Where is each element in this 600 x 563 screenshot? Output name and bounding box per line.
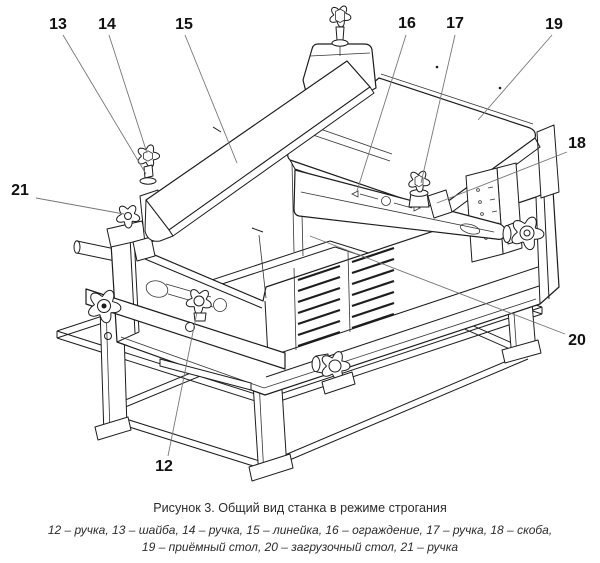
figure-caption-legend-1: 12 – ручка, 13 – шайба, 14 – ручка, 15 –…	[47, 523, 553, 537]
bracket-skoba	[465, 162, 523, 263]
callout-14: 14	[98, 16, 116, 33]
lower-front-knob	[311, 351, 356, 395]
callout-21: 21	[11, 182, 29, 199]
right-knob	[502, 216, 545, 251]
front-bar	[85, 288, 286, 391]
vent-louvers	[293, 246, 395, 351]
callout-15: 15	[175, 16, 193, 33]
guard	[293, 169, 506, 240]
figure-caption-title: Рисунок 3. Общий вид станка в режиме стр…	[153, 501, 447, 515]
callout-18: 18	[568, 135, 586, 152]
callout-19: 19	[545, 16, 563, 33]
knob-left-big	[88, 289, 122, 324]
knob-13-14	[137, 144, 160, 185]
leader-lines	[35, 34, 568, 457]
callout-13: 13	[49, 16, 67, 33]
callout-20: 20	[568, 332, 586, 349]
knob-12	[185, 289, 212, 322]
fence-top-knob	[329, 5, 352, 56]
figure-caption-legend-2: 19 – приёмный стол, 20 – загрузочный сто…	[141, 540, 459, 554]
callout-16: 16	[398, 15, 416, 32]
callout-12: 12	[155, 458, 173, 475]
stand-leg-front-center	[248, 373, 294, 482]
guard-knob-17	[408, 170, 453, 219]
callout-17: 17	[446, 15, 464, 32]
fence	[144, 60, 375, 242]
